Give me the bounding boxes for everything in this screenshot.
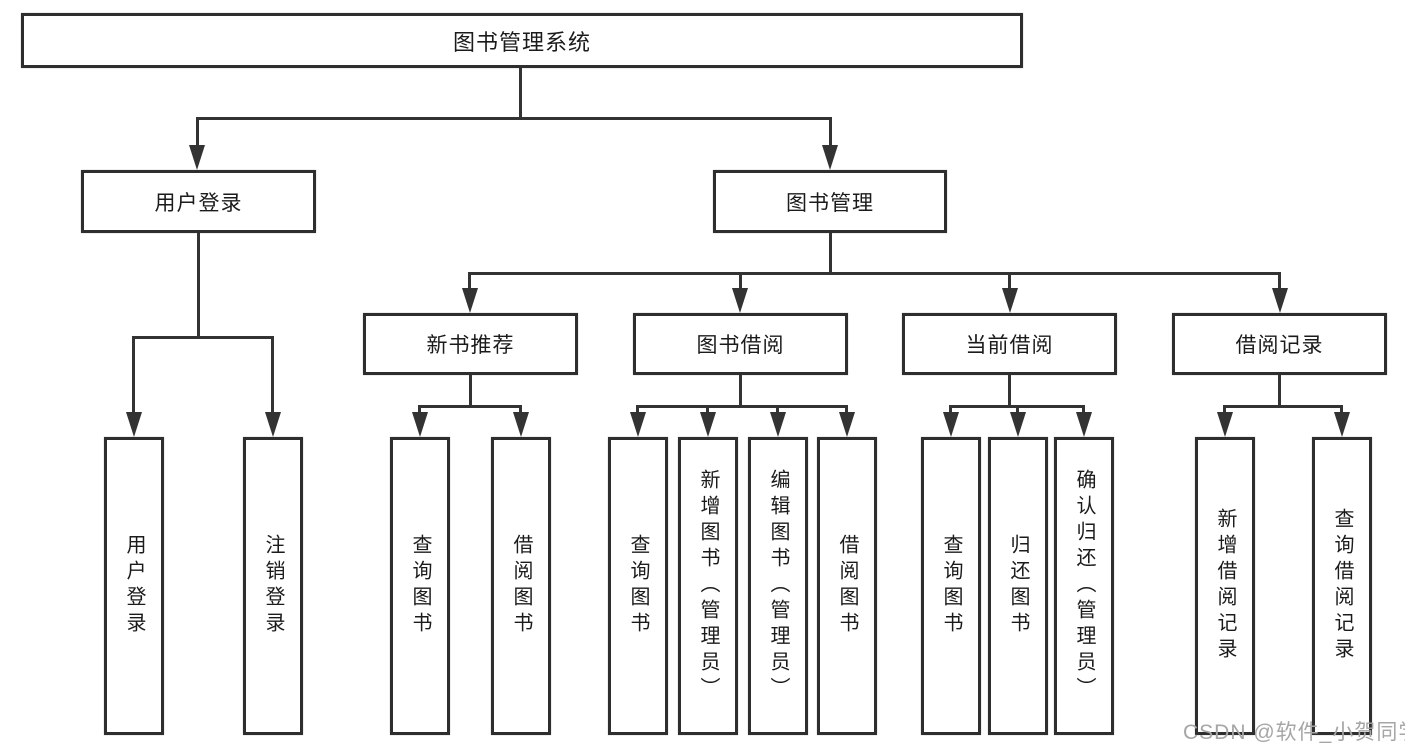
arrow-down-icon — [412, 412, 428, 437]
connector-line — [1278, 272, 1281, 288]
connector-line — [636, 405, 848, 408]
connector-line — [1008, 375, 1011, 405]
arrow-down-icon — [189, 145, 205, 170]
arrow-down-icon — [513, 412, 529, 437]
connector-line — [949, 405, 952, 412]
node-book-management: 图书管理 — [713, 170, 947, 233]
leaf-borrow-book-1: 借阅图书 — [491, 437, 551, 735]
connector-line — [1082, 405, 1085, 412]
connector-line — [468, 272, 1281, 275]
connector-line — [1223, 405, 1343, 408]
connector-line — [829, 233, 832, 272]
arrow-down-icon — [1076, 412, 1092, 437]
connector-line — [468, 272, 471, 288]
arrow-down-icon — [126, 412, 142, 437]
leaf-query-book-1: 查询图书 — [390, 437, 450, 735]
leaf-edit-book-admin: 编辑图书（管理员） — [748, 437, 808, 735]
arrow-down-icon — [630, 412, 646, 437]
connector-line — [739, 375, 742, 405]
arrow-down-icon — [1217, 412, 1233, 437]
connector-line — [706, 405, 709, 412]
node-new-book-recommend: 新书推荐 — [363, 313, 578, 375]
arrow-down-icon — [1002, 288, 1018, 313]
connector-line — [418, 405, 522, 408]
leaf-return-book: 归还图书 — [988, 437, 1048, 735]
leaf-query-book-3: 查询图书 — [921, 437, 981, 735]
arrow-down-icon — [770, 412, 786, 437]
node-book-borrowing: 图书借阅 — [633, 313, 848, 375]
arrow-down-icon — [265, 412, 281, 437]
connector-line — [196, 117, 832, 120]
connector-line — [132, 336, 135, 412]
connector-line — [132, 336, 274, 339]
node-user-login: 用户登录 — [81, 170, 316, 233]
connector-line — [1016, 405, 1019, 412]
leaf-add-book-admin: 新增图书（管理员） — [678, 437, 738, 735]
node-borrowing-records: 借阅记录 — [1172, 313, 1387, 375]
arrow-down-icon — [822, 145, 838, 170]
leaf-query-borrow-record: 查询借阅记录 — [1312, 437, 1372, 735]
leaf-user-login: 用户登录 — [104, 437, 164, 735]
connector-line — [196, 117, 199, 145]
arrow-down-icon — [732, 288, 748, 313]
leaf-query-book-2: 查询图书 — [608, 437, 668, 735]
connector-line — [1278, 375, 1281, 405]
arrow-down-icon — [462, 288, 478, 313]
arrow-down-icon — [1334, 412, 1350, 437]
leaf-add-borrow-record: 新增借阅记录 — [1195, 437, 1255, 735]
connector-line — [271, 336, 274, 412]
leaf-confirm-return-admin: 确认归还（管理员） — [1054, 437, 1114, 735]
connector-line — [845, 405, 848, 412]
connector-line — [829, 117, 832, 145]
arrow-down-icon — [700, 412, 716, 437]
connector-line — [418, 405, 421, 412]
connector-line — [1223, 405, 1226, 412]
connector-line — [1008, 272, 1011, 288]
leaf-logout: 注销登录 — [243, 437, 303, 735]
node-current-borrowing: 当前借阅 — [902, 313, 1117, 375]
arrow-down-icon — [943, 412, 959, 437]
connector-line — [1340, 405, 1343, 412]
arrow-down-icon — [1010, 412, 1026, 437]
node-root: 图书管理系统 — [21, 13, 1023, 68]
csdn-watermark: CSDN @软件_小贺同学 — [1183, 721, 1405, 744]
connector-line — [519, 68, 522, 117]
arrow-down-icon — [1272, 288, 1288, 313]
connector-line — [776, 405, 779, 412]
leaf-borrow-book-2: 借阅图书 — [817, 437, 877, 735]
connector-line — [197, 233, 200, 336]
arrow-down-icon — [839, 412, 855, 437]
connector-line — [636, 405, 639, 412]
connector-line — [519, 405, 522, 412]
connector-line — [739, 272, 742, 288]
connector-line — [469, 375, 472, 405]
